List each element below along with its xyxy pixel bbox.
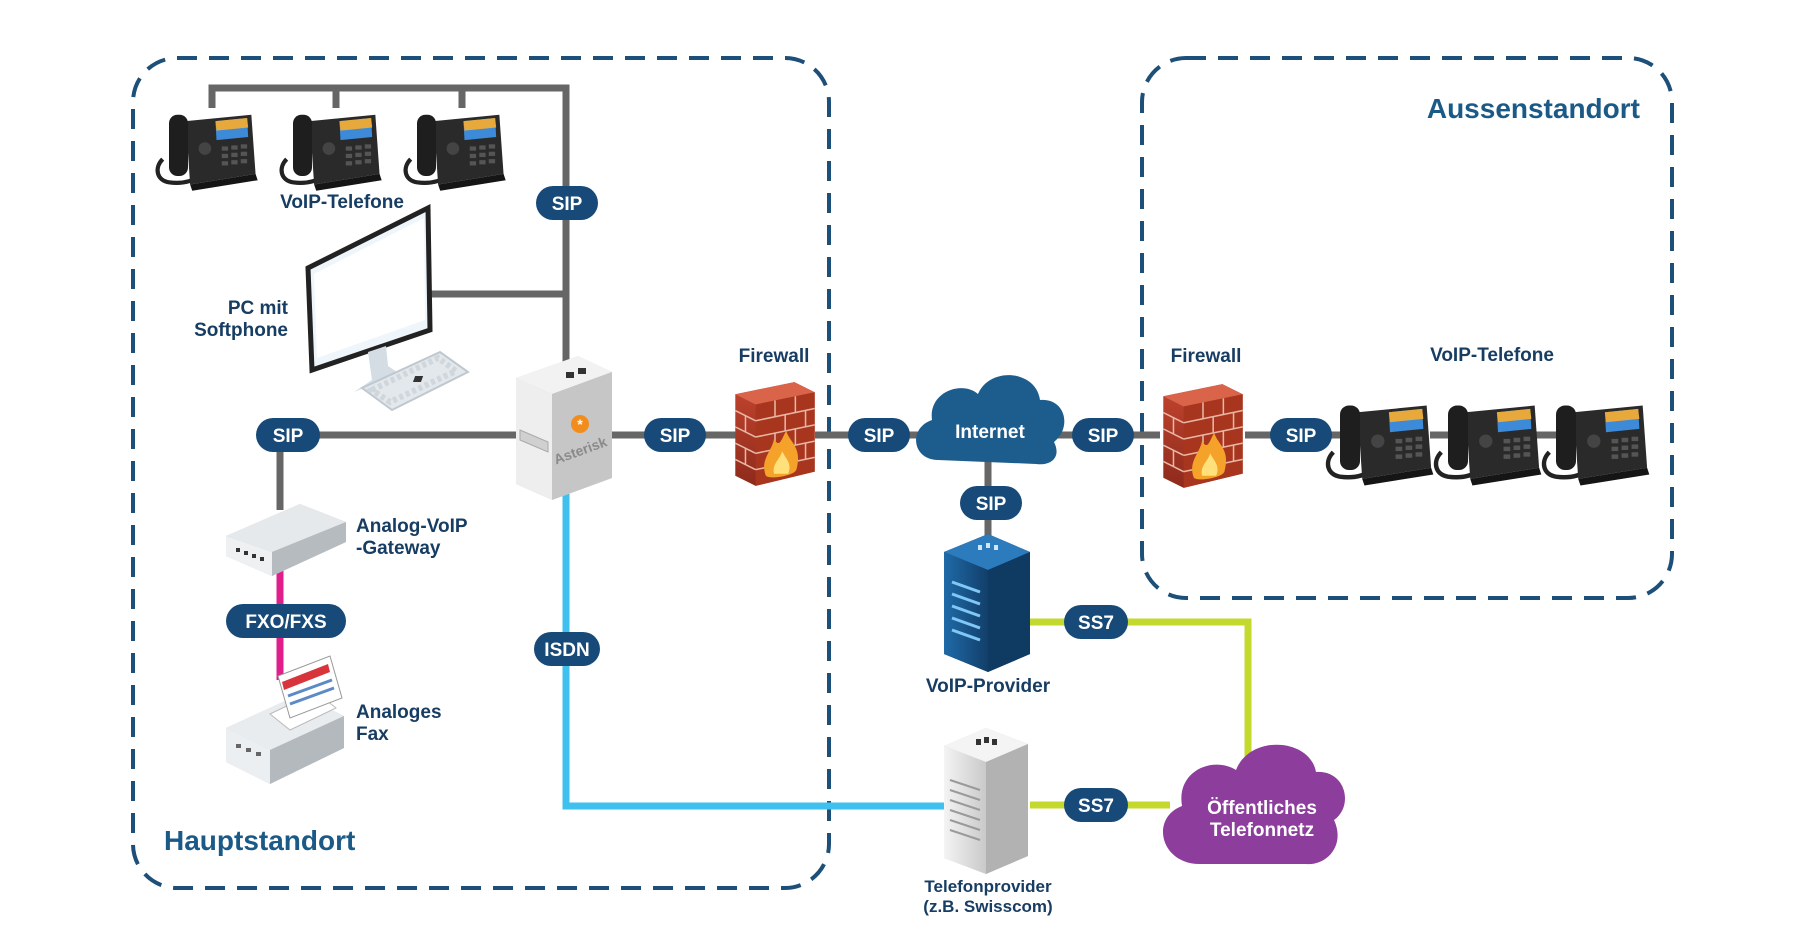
fax-label-line1: Analoges bbox=[356, 702, 442, 723]
sip-pill-firewall-phones: SIP bbox=[1270, 418, 1332, 452]
pstn-cloud-label-line2: Telefonnetz bbox=[1210, 820, 1314, 841]
firewall-remote-label: Firewall bbox=[1171, 346, 1242, 367]
tel-provider-label-line2: (z.B. Swisscom) bbox=[923, 897, 1052, 916]
main-site-boundary bbox=[131, 56, 831, 890]
sip-pill-phones: SIP bbox=[536, 186, 598, 220]
fxo-fxs-pill: FXO/FXS bbox=[226, 604, 346, 638]
pc-label-line1: PC mit bbox=[228, 298, 289, 319]
internet-cloud-label: Internet bbox=[955, 422, 1025, 443]
main-site-title: Hauptstandort bbox=[164, 825, 355, 856]
isdn-pill: ISDN bbox=[534, 632, 600, 666]
svg-text:SIP: SIP bbox=[273, 426, 304, 447]
fax-label-line2: Fax bbox=[356, 724, 389, 745]
voip-phone-main-3-icon bbox=[406, 115, 506, 191]
analog-fax-icon bbox=[226, 655, 344, 784]
gateway-label-line2: -Gateway bbox=[356, 538, 441, 559]
voip-provider-server-icon bbox=[944, 534, 1030, 672]
svg-text:SIP: SIP bbox=[976, 494, 1007, 515]
svg-text:SIP: SIP bbox=[1286, 426, 1317, 447]
svg-text:FXO/FXS: FXO/FXS bbox=[245, 612, 326, 633]
svg-text:*: * bbox=[577, 416, 583, 432]
asterisk-server-icon: * bbox=[412, 356, 612, 500]
pstn-cloud-icon bbox=[1162, 744, 1346, 865]
sip-pill-internet-provider: SIP bbox=[960, 486, 1022, 520]
voip-phone-remote-3-icon bbox=[1544, 406, 1649, 486]
sip-pill-asterisk-firewall: SIP bbox=[644, 418, 706, 452]
tel-provider-server-icon bbox=[944, 728, 1028, 874]
pc-label-line2: Softphone bbox=[194, 320, 288, 341]
internet-cloud-icon bbox=[916, 375, 1065, 465]
svg-text:ISDN: ISDN bbox=[544, 640, 589, 661]
svg-text:SS7: SS7 bbox=[1078, 796, 1114, 817]
svg-text:SIP: SIP bbox=[864, 426, 895, 447]
svg-text:SIP: SIP bbox=[1088, 426, 1119, 447]
voip-phone-main-2-icon bbox=[282, 115, 382, 191]
svg-text:SS7: SS7 bbox=[1078, 613, 1114, 634]
sip-pill-gateway: SIP bbox=[256, 418, 320, 452]
sip-pill-internet-firewall: SIP bbox=[1072, 418, 1134, 452]
firewall-remote-icon bbox=[1162, 383, 1244, 489]
voip-phone-remote-2-icon bbox=[1436, 406, 1541, 486]
tel-provider-label-line1: Telefonprovider bbox=[924, 877, 1052, 896]
voip-phone-main-1-icon bbox=[158, 115, 258, 191]
voip-phone-remote-1-icon bbox=[1328, 406, 1433, 486]
ss7-pill-tel: SS7 bbox=[1064, 788, 1128, 822]
analog-voip-gateway-icon bbox=[226, 504, 346, 576]
sip-pill-firewall-internet: SIP bbox=[848, 418, 910, 452]
gateway-label-line1: Analog-VoIP bbox=[356, 516, 468, 537]
remote-site-title: Aussenstandort bbox=[1427, 93, 1640, 124]
pc-monitor-icon bbox=[305, 203, 433, 392]
svg-text:SIP: SIP bbox=[552, 194, 583, 215]
remote-site-boundary bbox=[1140, 56, 1674, 600]
voip-provider-label: VoIP-Provider bbox=[926, 676, 1051, 697]
svg-text:SIP: SIP bbox=[660, 426, 691, 447]
ss7-pill-voip: SS7 bbox=[1064, 605, 1128, 639]
firewall-main-label: Firewall bbox=[739, 346, 810, 367]
voip-phones-remote-label: VoIP-Telefone bbox=[1430, 345, 1554, 366]
firewall-main-icon bbox=[734, 381, 816, 487]
pstn-cloud-label-line1: Öffentliches bbox=[1207, 798, 1317, 819]
voip-phones-main-label: VoIP-Telefone bbox=[280, 192, 404, 213]
